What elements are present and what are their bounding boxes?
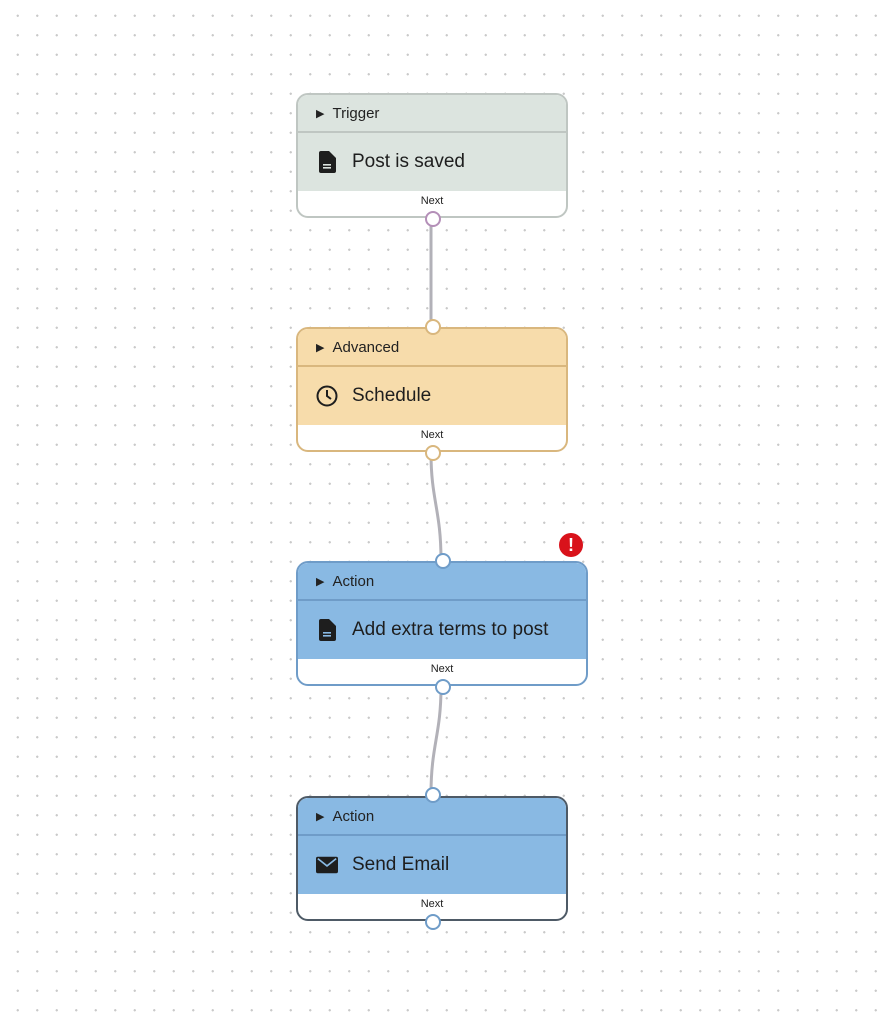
node-header[interactable]: ▶ Advanced [298, 329, 566, 367]
node-category: Trigger [332, 104, 380, 122]
node-trigger[interactable]: ▶ Trigger Post is saved Next [296, 93, 568, 218]
node-footer-label: Next [420, 195, 444, 207]
expand-triangle-icon[interactable]: ▶ [316, 810, 325, 823]
error-icon[interactable]: ! [559, 533, 583, 557]
edge-action-email [429, 686, 443, 795]
node-title: Schedule [352, 385, 432, 406]
edge-schedule-action [429, 452, 443, 561]
input-port[interactable] [425, 319, 441, 335]
envelope-icon [316, 854, 338, 876]
output-port[interactable] [435, 679, 451, 695]
input-port[interactable] [435, 553, 451, 569]
node-header[interactable]: ▶ Action [298, 563, 586, 601]
output-port[interactable] [425, 914, 441, 930]
node-footer-label: Next [420, 429, 444, 441]
expand-triangle-icon[interactable]: ▶ [316, 107, 325, 120]
node-title: Send Email [352, 854, 450, 875]
node-title: Post is saved [352, 151, 465, 172]
expand-triangle-icon[interactable]: ▶ [316, 341, 325, 354]
node-header[interactable]: ▶ Trigger [298, 95, 566, 133]
node-category: Action [332, 807, 375, 825]
clock-icon [316, 385, 338, 407]
node-category: Advanced [332, 338, 400, 356]
document-icon [316, 151, 338, 173]
node-title: Add extra terms to post [352, 619, 549, 640]
document-icon [316, 619, 338, 641]
node-header[interactable]: ▶ Action [298, 798, 566, 836]
node-send-email[interactable]: ▶ Action Send Email Next [296, 796, 568, 921]
node-add-terms[interactable]: ▶ Action Add extra terms to post Next [296, 561, 588, 686]
input-port[interactable] [425, 787, 441, 803]
node-footer-label: Next [420, 898, 444, 910]
output-port[interactable] [425, 445, 441, 461]
node-schedule[interactable]: ▶ Advanced Schedule Next [296, 327, 568, 452]
output-port[interactable] [425, 211, 441, 227]
node-category: Action [332, 572, 375, 590]
expand-triangle-icon[interactable]: ▶ [316, 575, 325, 588]
node-footer-label: Next [430, 663, 454, 675]
